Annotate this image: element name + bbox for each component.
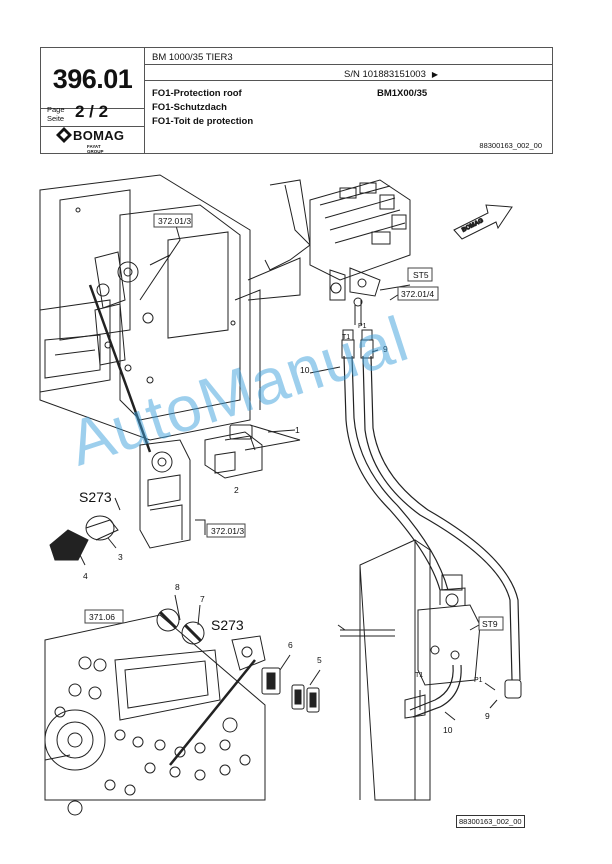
- ref-372-01-3-top: 372.01/3: [158, 216, 191, 226]
- relay-holder: [204, 424, 263, 479]
- divider: [41, 108, 144, 109]
- play-icon: ▶: [431, 70, 439, 79]
- item-number: 10: [300, 365, 310, 375]
- callout-boxes: [84, 213, 504, 631]
- machine-model: BM 1000/35 TIER3: [152, 52, 233, 63]
- ref-371-06: 371.06: [89, 612, 115, 622]
- page-number: 396.01: [52, 64, 133, 94]
- ref-372-01-4: 372.01/4: [401, 289, 434, 299]
- model-code: BM1X00/35: [377, 88, 428, 99]
- divider: [144, 64, 553, 65]
- port-t1: T1: [415, 672, 423, 679]
- thin-leaders: [79, 221, 498, 721]
- title-en: FO1-Protection roof: [152, 88, 242, 99]
- port-p1: P1: [474, 677, 483, 684]
- item-number: 1: [295, 425, 300, 435]
- ref-st9: ST9: [482, 619, 498, 629]
- item-number: 10: [443, 725, 453, 735]
- item-number: 8: [175, 582, 180, 592]
- valve-block: [247, 179, 411, 301]
- switch-label-s273: S273: [79, 489, 112, 505]
- divider: [144, 80, 553, 81]
- logo-icon: [56, 127, 72, 143]
- hydraulic-hoses: [343, 355, 521, 718]
- logo-text: BOMAG: [73, 128, 125, 143]
- connectors: [231, 635, 320, 713]
- knobs: [156, 608, 205, 645]
- logo-subtext: FAYAT GROUP: [87, 144, 104, 154]
- footer-drawing-ref: 88300163_002_00: [456, 815, 525, 828]
- title-fr: FO1-Toit de protection: [152, 116, 254, 127]
- item-number: 2: [234, 485, 239, 495]
- item-number: 3: [118, 552, 123, 562]
- item-number: 9: [383, 344, 388, 354]
- rotary-switch: [49, 515, 119, 561]
- item-number: 5: [317, 655, 322, 665]
- divider: [144, 48, 145, 153]
- leader-lines: [88, 284, 256, 766]
- item-number: 4: [83, 571, 88, 581]
- post-frame: [337, 539, 522, 801]
- item-number: 6: [288, 640, 293, 650]
- item-number: 7: [200, 594, 205, 604]
- drawing-ref: 88300163_002_00: [479, 141, 542, 150]
- switch-label-s273: S273: [211, 617, 244, 633]
- ref-372-01-3-mid: 372.01/3: [211, 526, 244, 536]
- page-value: 2 / 2: [75, 102, 109, 121]
- hose-fittings: [341, 297, 374, 359]
- control-panel: [44, 614, 266, 816]
- port-t1: T1: [342, 334, 350, 341]
- switch-bracket: [139, 439, 206, 549]
- divider: [41, 126, 144, 127]
- item-number: 9: [485, 711, 490, 721]
- title-de: FO1-Schutzdach: [152, 102, 227, 113]
- port-p1: P1: [358, 323, 367, 330]
- ref-st5: ST5: [413, 270, 429, 280]
- serial-number: S/N 101883151003▶: [344, 69, 439, 80]
- bomag-logo: BOMAG FAYAT GROUP: [55, 126, 124, 154]
